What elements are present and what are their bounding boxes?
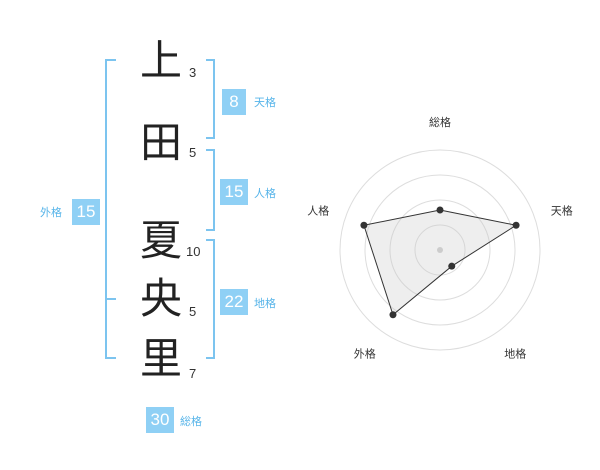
name-char-2: 田 [139, 118, 182, 167]
name-char-4: 央 [139, 274, 182, 323]
stroke-count-4: 5 [189, 304, 197, 319]
radar-axis-label-1: 総格 [429, 115, 451, 129]
radar-axis-label-4: 外格 [354, 347, 376, 361]
name-char-1: 上 [139, 36, 182, 85]
gaikaku-label: 外格 [40, 206, 62, 219]
jinkaku-label: 人格 [254, 187, 276, 200]
gaikaku-value: 15 [72, 199, 100, 225]
tenkaku-value: 8 [222, 89, 246, 115]
soukaku-value: 30 [146, 407, 174, 433]
name-char-3: 夏 [139, 216, 182, 265]
radar-ring [414, 224, 466, 276]
chikaku-label: 地格 [254, 297, 276, 310]
radar-ring [364, 174, 516, 326]
radar-axis-label-2: 天格 [551, 203, 573, 217]
radar-point-5 [360, 221, 368, 229]
radar-point-3 [448, 262, 456, 270]
tenkaku-bracket [206, 59, 215, 139]
radar-point-2 [512, 221, 520, 229]
radar-point-4 [389, 311, 397, 319]
radar-axis-label-3: 地格 [504, 347, 526, 361]
tenkaku-label: 天格 [254, 96, 276, 109]
stroke-count-5: 7 [189, 366, 197, 381]
chikaku-value: 22 [220, 289, 248, 315]
chikaku-bracket [206, 239, 215, 359]
name-char-5: 里 [139, 334, 182, 383]
radar-ring [389, 199, 491, 301]
radar-point-1 [436, 206, 444, 214]
jinkaku-value: 15 [220, 179, 248, 205]
stroke-count-1: 3 [189, 65, 197, 80]
stroke-count-2: 5 [189, 145, 197, 160]
radar-axis-label-5: 人格 [307, 203, 329, 217]
radar-center-dot [437, 247, 443, 253]
gaikaku-bracket [105, 59, 116, 359]
soukaku-label: 総格 [180, 415, 202, 428]
stroke-count-3: 10 [186, 244, 201, 259]
jinkaku-bracket [206, 149, 215, 231]
radar-polygon [363, 209, 518, 316]
